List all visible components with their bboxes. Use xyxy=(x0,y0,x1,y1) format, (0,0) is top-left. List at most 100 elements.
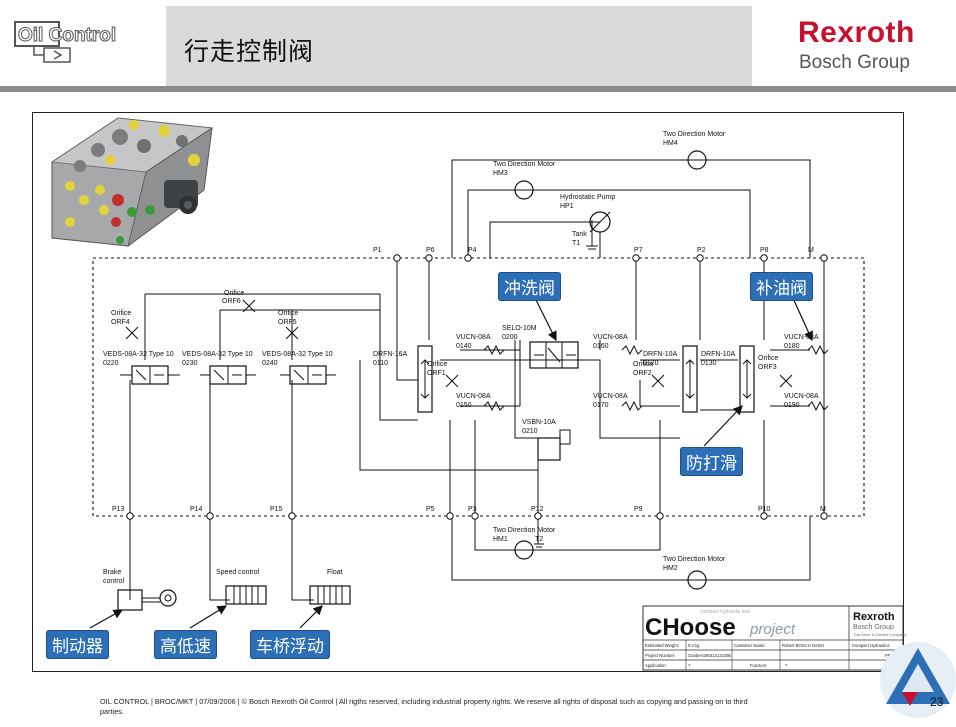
veds-2-label: VEDS-08A-32 Type 10 xyxy=(182,351,253,358)
callout-axle-float: 车桥浮动 xyxy=(250,630,330,659)
float-label: Float xyxy=(327,569,343,576)
orf3-label: Orifice xyxy=(758,355,778,362)
callout-speed: 高低速 xyxy=(154,630,217,659)
tb-project-value: Gaoben180314122295 xyxy=(688,653,732,658)
logo-text: Oil Control xyxy=(18,25,116,46)
hm3-label: Two Direction Motor xyxy=(493,161,556,168)
vsbn-id: 0210 xyxy=(522,428,538,435)
orf4-label: Orifice xyxy=(111,310,131,317)
tb-weight-value: 0.0 kg xyxy=(688,643,700,648)
port-p1: P1 xyxy=(373,247,382,254)
title-block-brand-tag: The Drive & Control Company xyxy=(853,632,906,637)
port-p15: P15 xyxy=(270,506,283,513)
callout-flush-valve: 冲洗阀 xyxy=(498,272,561,301)
veds-2-id: 0230 xyxy=(182,360,198,367)
vucn-0190-id: 0190 xyxy=(784,402,800,409)
oil-control-logo: Oil Control xyxy=(0,6,165,86)
hm4-id: HM4 xyxy=(663,140,678,147)
port-p9: P9 xyxy=(634,506,643,513)
callout-anti-slip: 防打滑 xyxy=(680,447,743,476)
drfn-mid-id: 0120 xyxy=(643,360,659,367)
hm2-id: HM2 xyxy=(663,565,678,572)
callout-brake: 制动器 xyxy=(46,630,109,659)
hm4-label: Two Direction Motor xyxy=(663,131,726,138)
tank-id: T1 xyxy=(572,240,580,247)
slide-title: 行走控制阀 xyxy=(184,37,315,66)
orf2-label: Orifice xyxy=(633,361,653,368)
choose-logo-suffix: project xyxy=(749,621,796,638)
tb-weight-label: Estimated Weight: xyxy=(645,643,679,648)
veds-1-id: 0220 xyxy=(103,360,119,367)
vucn-0170-id: 0170 xyxy=(593,402,609,409)
valve-block-render xyxy=(50,117,214,247)
hm1-id: HM1 xyxy=(493,536,508,543)
title-band: 行走控制阀 xyxy=(166,6,752,86)
hm1-label: Two Direction Motor xyxy=(493,527,556,534)
port-p5: P5 xyxy=(426,506,435,513)
tb-customer-label: Customer Name: xyxy=(734,643,766,648)
drfn-right-id: 0130 xyxy=(701,360,717,367)
hm3-id: HM3 xyxy=(493,170,508,177)
orf1-id: ORF1 xyxy=(427,370,446,377)
port-p10: P10 xyxy=(758,506,771,513)
vucn-0140-label: VUCN-08A xyxy=(456,334,491,341)
port-p7: P7 xyxy=(634,247,643,254)
orf2-id: ORF2 xyxy=(633,370,652,377)
title-block-brand-sub: Bosch Group xyxy=(853,624,894,631)
rexroth-brand: Rexroth Bosch Group xyxy=(772,16,956,86)
drawing-title-block: CHoose project compact hydraulic tool Re… xyxy=(642,605,906,671)
port-p4: P4 xyxy=(468,247,477,254)
selo-label: SELO-10M xyxy=(502,325,537,332)
page-number: 23 xyxy=(930,695,944,709)
orf6-label: Orifice xyxy=(224,290,244,297)
vsbn-label: VSBN-10A xyxy=(522,419,556,426)
port-p6: P6 xyxy=(426,247,435,254)
port-p14: P14 xyxy=(190,506,203,513)
tank-bottom-id: T2 xyxy=(535,536,543,543)
brand-name: Rexroth xyxy=(798,16,915,49)
port-p12: P12 xyxy=(531,506,544,513)
orf6-id: ORF6 xyxy=(222,298,241,305)
vucn-0170-label: VUCN-08A xyxy=(593,393,628,400)
orf1-label: Orifice xyxy=(427,361,447,368)
choose-logo: CHoose xyxy=(645,614,736,641)
orf5-label: Orifice xyxy=(278,310,298,317)
vucn-0140-id: 0140 xyxy=(456,343,472,350)
slide-header: Oil Control 行走控制阀 Rexroth Bosch Group xyxy=(0,0,956,86)
port-p13: P13 xyxy=(112,506,125,513)
vucn-0160-id: 0160 xyxy=(593,343,609,350)
callout-charge-valve: 补油阀 xyxy=(750,272,813,301)
footer-copyright: OIL CONTROL | BROC/MKT | 07/09/2006 | © … xyxy=(100,697,748,716)
vucn-0150-label: VUCN-08A xyxy=(456,393,491,400)
port-p3: P3 xyxy=(468,506,477,513)
port-p2: P2 xyxy=(697,247,706,254)
tb-function-value: ? xyxy=(785,663,788,668)
quality-badge-icon xyxy=(880,642,956,718)
hm2-label: Two Direction Motor xyxy=(663,556,726,563)
header-divider xyxy=(0,86,956,92)
tb-application-label: Application: xyxy=(645,663,667,668)
veds-3-id: 0240 xyxy=(262,360,278,367)
orf3-id: ORF3 xyxy=(758,364,777,371)
selo-id: 0200 xyxy=(502,334,518,341)
tb-project-label: Project Number: xyxy=(645,653,675,658)
tb-application-value: ? xyxy=(688,663,691,668)
veds-1-label: VEDS-08A-32 Type 10 xyxy=(103,351,174,358)
drfn-left-id: 0110 xyxy=(373,360,388,367)
manifold-boundary xyxy=(92,257,865,517)
drfn-mid-label: DRFN-10A xyxy=(643,351,678,358)
brand-sub: Bosch Group xyxy=(799,52,910,73)
tb-customer-value: Robert BOSCH GmbH xyxy=(782,643,824,648)
pump-label: Hydrostatic Pump xyxy=(560,194,615,201)
title-block-brand: Rexroth xyxy=(853,611,895,623)
port-m-top: M xyxy=(808,247,814,254)
vucn-0180-label: VUCN-08A xyxy=(784,334,819,341)
brake-label: Brake xyxy=(103,569,121,576)
tank-label: Tank xyxy=(572,231,587,238)
port-p8: P8 xyxy=(760,247,769,254)
veds-3-label: VEDS-08A-32 Type 10 xyxy=(262,351,333,358)
choose-logo-tagline: compact hydraulic tool xyxy=(700,609,750,615)
tb-division: Compact Hydraulics xyxy=(852,643,889,648)
vucn-0160-label: VUCN-08A xyxy=(593,334,628,341)
